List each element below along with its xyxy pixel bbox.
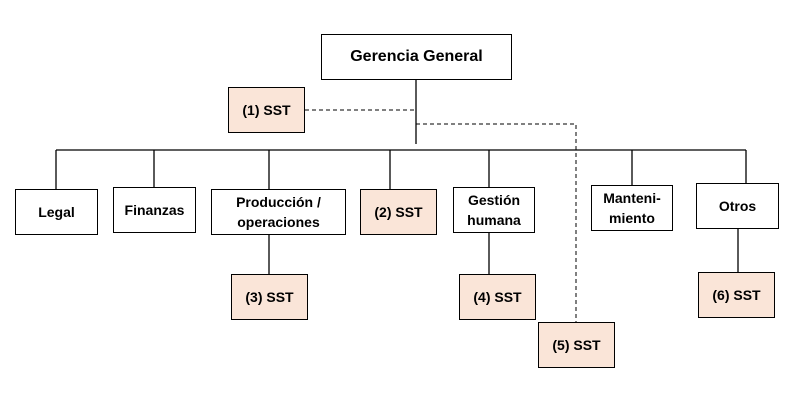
node-sst-1: (1) SST [228, 87, 305, 133]
node-sst-6: (6) SST [698, 272, 775, 318]
node-gestion-humana: Gestión humana [453, 187, 535, 233]
node-finanzas: Finanzas [113, 187, 196, 233]
node-sst-2: (2) SST [360, 189, 437, 235]
node-produccion: Producción / operaciones [211, 189, 346, 235]
node-sst-3: (3) SST [231, 274, 308, 320]
node-sst-5: (5) SST [538, 322, 615, 368]
node-mantenimiento: Manteni- miento [591, 185, 673, 231]
node-sst-4: (4) SST [459, 274, 536, 320]
node-otros: Otros [696, 183, 779, 229]
node-legal: Legal [15, 189, 98, 235]
node-gerencia-general: Gerencia General [321, 34, 512, 80]
